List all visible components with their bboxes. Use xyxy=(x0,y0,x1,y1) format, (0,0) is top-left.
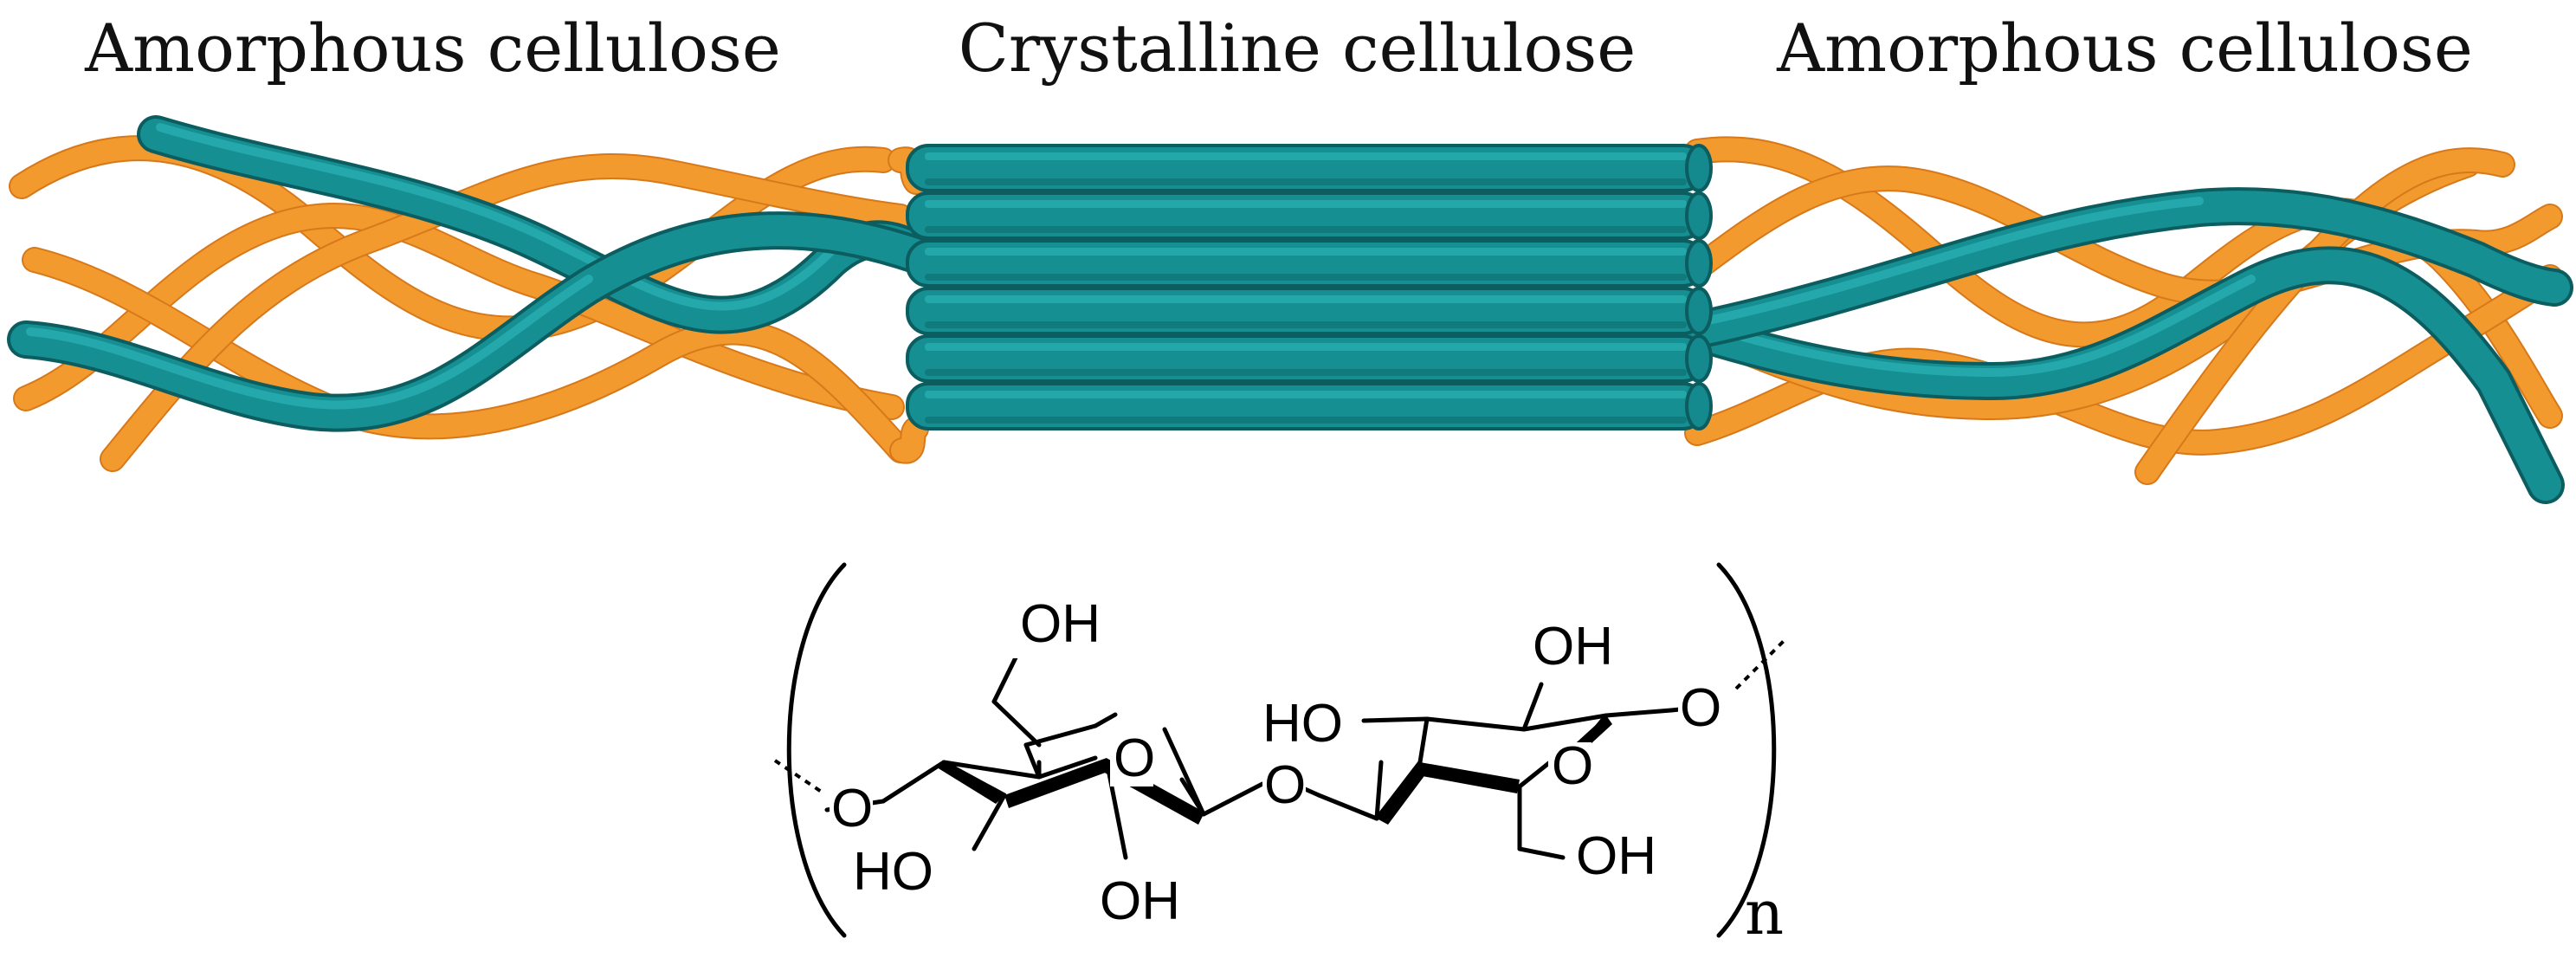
oh-label-top-right: OH xyxy=(1533,617,1613,676)
left-bracket xyxy=(786,562,847,938)
ring-oxygen-right: O xyxy=(1552,736,1593,796)
repeat-unit-subscript: n xyxy=(1745,877,1784,948)
left-continuation-bond xyxy=(773,759,824,794)
linking-oxygen-right: O xyxy=(1680,678,1721,738)
glycosidic-bond-left xyxy=(1201,781,1265,817)
oh-label-ch2oh-right: OH xyxy=(1576,826,1656,886)
oh-label-bottom-left-ring: OH xyxy=(1100,871,1180,931)
crystalline-bundle xyxy=(888,144,1713,464)
rod-4 xyxy=(906,287,1713,335)
rod-3 xyxy=(906,239,1713,288)
cellobiose-repeat-unit: OH OH HO HO OH OH O O O O O n xyxy=(773,562,1785,948)
linking-oxygen-left: O xyxy=(831,779,873,838)
ring-oxygen-left: O xyxy=(1114,728,1155,788)
rod-6 xyxy=(906,382,1713,430)
teal-chains-left xyxy=(7,115,937,432)
ho-label-right-ring: HO xyxy=(1262,694,1343,754)
rod-5 xyxy=(906,334,1713,383)
rod-2 xyxy=(906,191,1713,240)
amorphous-region-right xyxy=(1682,136,2573,504)
rod-1 xyxy=(906,144,1713,192)
oh-label-ch2oh-left: OH xyxy=(1020,594,1101,654)
teal-chains-right xyxy=(1682,187,2573,504)
ho-label-left-ring: HO xyxy=(853,842,933,902)
amorphous-region-left xyxy=(7,115,937,472)
right-bracket xyxy=(1716,562,1777,938)
label-amorphous-left: Amorphous cellulose xyxy=(84,10,781,87)
glycosidic-oxygen: O xyxy=(1264,755,1306,815)
label-amorphous-right: Amorphous cellulose xyxy=(1776,10,2473,87)
left-glucose-ring xyxy=(881,643,1206,860)
label-crystalline: Crystalline cellulose xyxy=(959,10,1636,87)
